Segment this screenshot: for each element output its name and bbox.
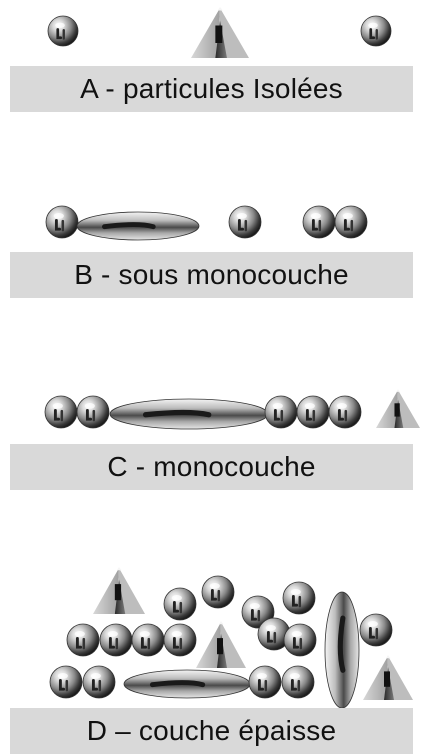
sphere-particle: [131, 623, 165, 657]
sphere-particle: [163, 587, 197, 621]
sphere-particle: [76, 395, 110, 429]
sphere-particle: [334, 205, 368, 239]
sphere-particle: [360, 15, 392, 47]
sphere-particle: [201, 575, 235, 609]
pyramid-particle: [196, 621, 246, 668]
ellipsoid-particle: [324, 591, 360, 709]
sphere-particle: [264, 395, 298, 429]
ellipsoid-particle: [109, 398, 269, 430]
pyramid-particle: [376, 389, 420, 428]
sphere-particle: [302, 205, 336, 239]
sphere-particle: [359, 613, 393, 647]
sphere-particle: [47, 15, 79, 47]
pyramid-particle: [191, 7, 249, 58]
sphere-particle: [281, 665, 315, 699]
sphere-particle: [228, 205, 262, 239]
pyramid-particle: [93, 567, 145, 614]
sphere-particle: [82, 665, 116, 699]
pyramid-particle: [363, 655, 413, 700]
panel-d-label: D – couche épaisse: [10, 708, 413, 754]
sphere-particle: [49, 665, 83, 699]
sphere-particle: [283, 623, 317, 657]
sphere-particle: [163, 623, 197, 657]
sphere-particle: [328, 395, 362, 429]
panel-c-label: C - monocouche: [10, 444, 413, 490]
sphere-particle: [248, 665, 282, 699]
sphere-particle: [296, 395, 330, 429]
particles-group: [44, 7, 420, 709]
panel-a-label: A - particules Isolées: [10, 66, 413, 112]
sphere-particle: [45, 205, 79, 239]
sphere-particle: [99, 623, 133, 657]
sphere-particle: [282, 581, 316, 615]
panel-b-label: B - sous monocouche: [10, 252, 413, 298]
ellipsoid-particle: [76, 211, 200, 241]
sphere-particle: [66, 623, 100, 657]
sphere-particle: [44, 395, 78, 429]
ellipsoid-particle: [123, 669, 251, 699]
